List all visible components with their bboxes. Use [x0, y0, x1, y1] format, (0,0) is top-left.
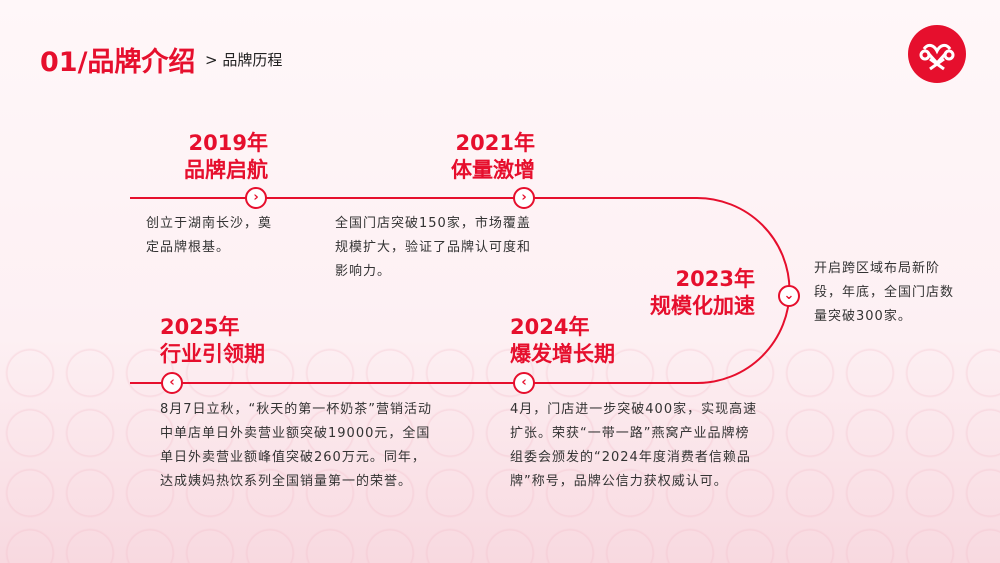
milestone-2021-desc: 全国门店突破150家，市场覆盖规模扩大，验证了品牌认可度和影响力。	[335, 216, 532, 279]
milestone-2021-heading: 2021年体量激增	[451, 131, 535, 182]
brand-logo	[908, 25, 966, 83]
chevron-down-icon: ⌄	[778, 285, 800, 307]
milestone-2025-heading: 2025年行业引领期	[160, 315, 265, 366]
milestone-2019-desc: 创立于湖南长沙，奠定品牌根基。	[146, 216, 273, 255]
chevron-left-icon: ‹	[161, 372, 183, 394]
milestone-2023-desc: 开启跨区域布局新阶段，年底，全国门店数量突破300家。	[814, 261, 955, 324]
milestone-2024-desc: 4月，门店进一步突破400家，实现高速扩张。荣获“一带一路”燕窝产业品牌榜组委会…	[510, 402, 758, 489]
breadcrumb: > 品牌历程	[205, 51, 283, 69]
milestone-2023-heading: 2023年规模化加速	[650, 267, 755, 318]
page-title: 01/品牌介绍	[40, 47, 196, 78]
chevron-right-icon: ›	[245, 187, 267, 209]
chevron-right-icon: ›	[513, 187, 535, 209]
chevron-left-icon: ‹	[513, 372, 535, 394]
milestone-2024-heading: 2024年爆发增长期	[510, 315, 615, 366]
milestone-2019-heading: 2019年品牌启航	[184, 131, 268, 182]
milestone-2025-desc: 8月7日立秋，“秋天的第一杯奶茶”营销活动中单店单日外卖营业额突破19000元，…	[160, 402, 433, 489]
